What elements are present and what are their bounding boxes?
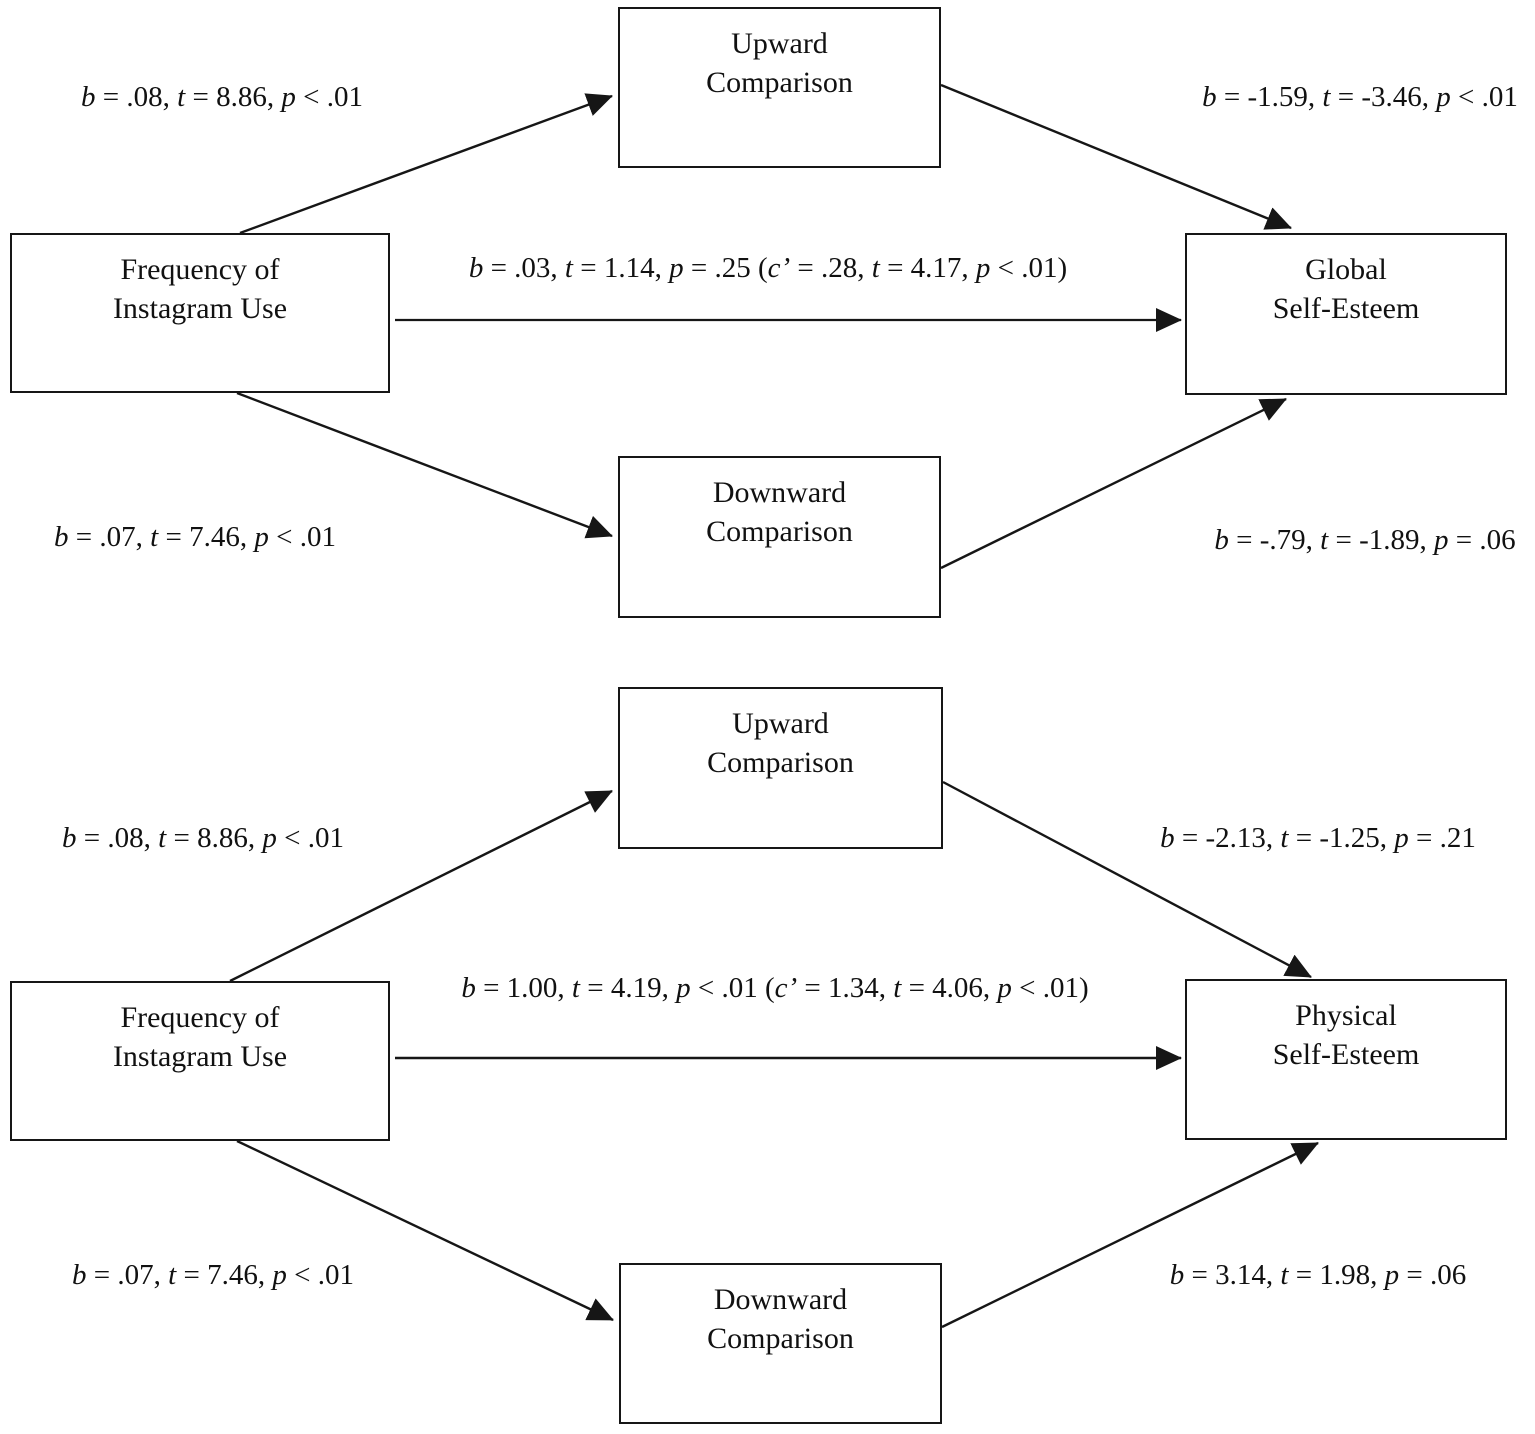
box-label-line: Frequency of xyxy=(120,1001,280,1034)
box-physical-self-esteem: Physical Self-Esteem xyxy=(1185,979,1507,1140)
stat-direct-physical: b = 1.00, t = 4.19, p < .01 (c’ = 1.34, … xyxy=(461,972,1089,1004)
box-label-line: Self-Esteem xyxy=(1272,1038,1420,1071)
stat-freq2-to-downward2: b = .07, t = 7.46, p < .01 xyxy=(72,1259,354,1291)
stat-freq1-to-downward1: b = .07, t = 7.46, p < .01 xyxy=(54,521,336,553)
arrow-freq2-to-downward2 xyxy=(236,1139,614,1322)
box-frequency-instagram-2: Frequency of Instagram Use xyxy=(10,981,390,1141)
box-label-line: Comparison xyxy=(706,515,853,548)
arrow-upward1-to-global xyxy=(940,83,1292,230)
arrow-downward1-to-global xyxy=(940,397,1287,570)
box-label-line: Instagram Use xyxy=(112,1040,288,1073)
stat-upward1-to-global: b = -1.59, t = -3.46, p < .01 xyxy=(1202,81,1518,113)
box-upward-comparison-2: Upward Comparison xyxy=(618,687,943,849)
box-frequency-instagram-1: Frequency of Instagram Use xyxy=(10,233,390,393)
stat-upward2-to-physical: b = -2.13, t = -1.25, p = .21 xyxy=(1160,822,1476,854)
box-label-line: Comparison xyxy=(707,746,854,779)
box-label-line: Self-Esteem xyxy=(1272,292,1420,325)
box-label-line: Frequency of xyxy=(120,253,280,286)
box-label-line: Downward xyxy=(712,476,847,509)
stat-freq2-to-upward2: b = .08, t = 8.86, p < .01 xyxy=(62,822,344,854)
box-label-line: Upward xyxy=(731,27,828,60)
stat-direct-global: b = .03, t = 1.14, p = .25 (c’ = .28, t … xyxy=(468,252,1068,284)
box-label-line: Global xyxy=(1305,253,1387,286)
stat-downward1-to-global: b = -.79, t = -1.89, p = .06 xyxy=(1214,524,1516,556)
box-downward-comparison-1: Downward Comparison xyxy=(618,456,941,618)
box-global-self-esteem: Global Self-Esteem xyxy=(1185,233,1507,395)
box-label-line: Comparison xyxy=(706,66,853,99)
box-label-line: Physical xyxy=(1295,999,1397,1032)
box-downward-comparison-2: Downward Comparison xyxy=(619,1263,942,1424)
stat-downward2-to-physical: b = 3.14, t = 1.98, p = .06 xyxy=(1169,1259,1467,1291)
arrow-freq1-to-downward1 xyxy=(236,391,613,539)
stat-freq1-to-upward1: b = .08, t = 8.86, p < .01 xyxy=(81,81,363,113)
box-label-line: Instagram Use xyxy=(112,292,288,325)
arrow-freq1-to-upward1 xyxy=(239,93,613,235)
box-label-line: Downward xyxy=(713,1283,848,1316)
box-upward-comparison-1: Upward Comparison xyxy=(618,7,941,168)
box-label-line: Comparison xyxy=(707,1322,854,1355)
arrow-upward2-to-physical xyxy=(942,780,1312,979)
arrow-freq2-to-upward2 xyxy=(229,789,613,983)
arrow-downward2-to-physical xyxy=(941,1141,1319,1329)
box-label-line: Upward xyxy=(732,707,829,740)
